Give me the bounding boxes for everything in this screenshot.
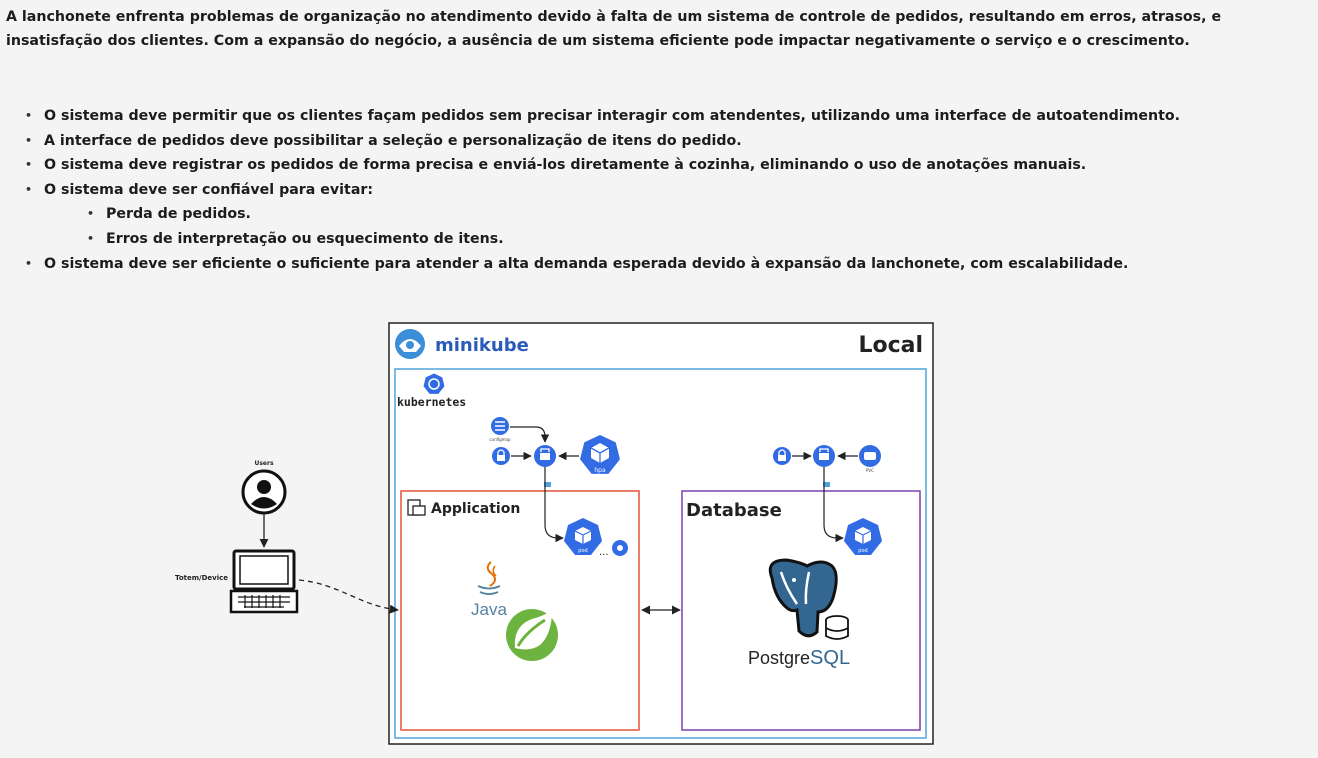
- statefulset-to-pod-line: [823, 467, 844, 543]
- statefulset-icon: [813, 445, 835, 467]
- device-to-application-arrow: [298, 579, 399, 614]
- postgres-label-prefix: Postgre: [748, 648, 810, 668]
- hpa-label: hpa: [594, 467, 606, 474]
- deployment-to-pod-line: [544, 467, 564, 543]
- db-secret-icon: [773, 447, 791, 465]
- requirement-subitem: Erros de interpretação ou esquecimento d…: [87, 227, 1180, 252]
- pvc-label: PVC: [866, 468, 874, 473]
- database-cylinder-icon: [825, 615, 849, 640]
- kubernetes-label: kubernetes: [397, 395, 466, 409]
- configmap-icon: [491, 417, 509, 435]
- kubernetes-icon: [423, 373, 445, 394]
- secret-icon: [492, 447, 510, 465]
- db-service-badge: [823, 482, 830, 487]
- device-label: Totem/Device: [175, 574, 228, 582]
- db-pod-label: pod: [858, 548, 867, 554]
- requirement-subitem: Perda de pedidos.: [87, 202, 1180, 227]
- requirement-item: O sistema deve registrar os pedidos de f…: [25, 153, 1180, 178]
- user-icon: [241, 469, 287, 515]
- java-label: Java: [471, 600, 507, 619]
- app-pod-label: pod: [578, 548, 587, 554]
- requirement-item: A interface de pedidos deve possibilitar…: [25, 129, 1180, 154]
- requirement-item: O sistema deve permitir que os clientes …: [25, 104, 1180, 129]
- pod-replicas-ellipsis: ...: [599, 547, 609, 558]
- pvc-icon: [859, 445, 881, 467]
- requirement-item: O sistema deve ser eficiente o suficient…: [25, 252, 1180, 277]
- deployment-icon: [534, 445, 556, 467]
- requirement-text: O sistema deve ser confiável para evitar…: [44, 181, 374, 198]
- kubernetes-cluster-boundary: [394, 368, 927, 739]
- postgresql-logo: PostgreSQL: [748, 558, 850, 669]
- problem-statement: A lanchonete enfrenta problemas de organ…: [6, 9, 1222, 49]
- requirements-list: O sistema deve permitir que os clientes …: [25, 104, 1180, 277]
- postgres-label-suffix: SQL: [810, 647, 850, 669]
- java-logo: Java: [471, 561, 507, 619]
- configmap-arrow: [510, 426, 550, 443]
- spring-logo: [506, 609, 558, 661]
- db-pod-icon: [844, 518, 882, 555]
- app-pod-icon: [564, 518, 602, 555]
- application-boundary: [400, 490, 640, 731]
- minikube-label: minikube: [435, 335, 529, 356]
- application-label: Application: [431, 501, 520, 517]
- hpa-icon: [580, 435, 620, 474]
- minikube-logo: minikube: [392, 326, 529, 362]
- laptop-icon: [229, 549, 299, 614]
- users-label: Users: [254, 460, 273, 467]
- requirement-sublist: Perda de pedidos. Erros de interpretação…: [44, 202, 1180, 251]
- service-badge: [544, 482, 551, 487]
- local-label: Local: [858, 333, 923, 358]
- document-icon: [407, 499, 426, 516]
- database-boundary: [681, 490, 921, 731]
- replica-pod-icon: [612, 540, 628, 556]
- configmap-label: configmap: [489, 437, 511, 442]
- requirement-item: O sistema deve ser confiável para evitar…: [25, 178, 1180, 252]
- database-label: Database: [686, 500, 782, 521]
- local-boundary: [388, 322, 934, 745]
- postgres-label: PostgreSQL: [748, 647, 850, 669]
